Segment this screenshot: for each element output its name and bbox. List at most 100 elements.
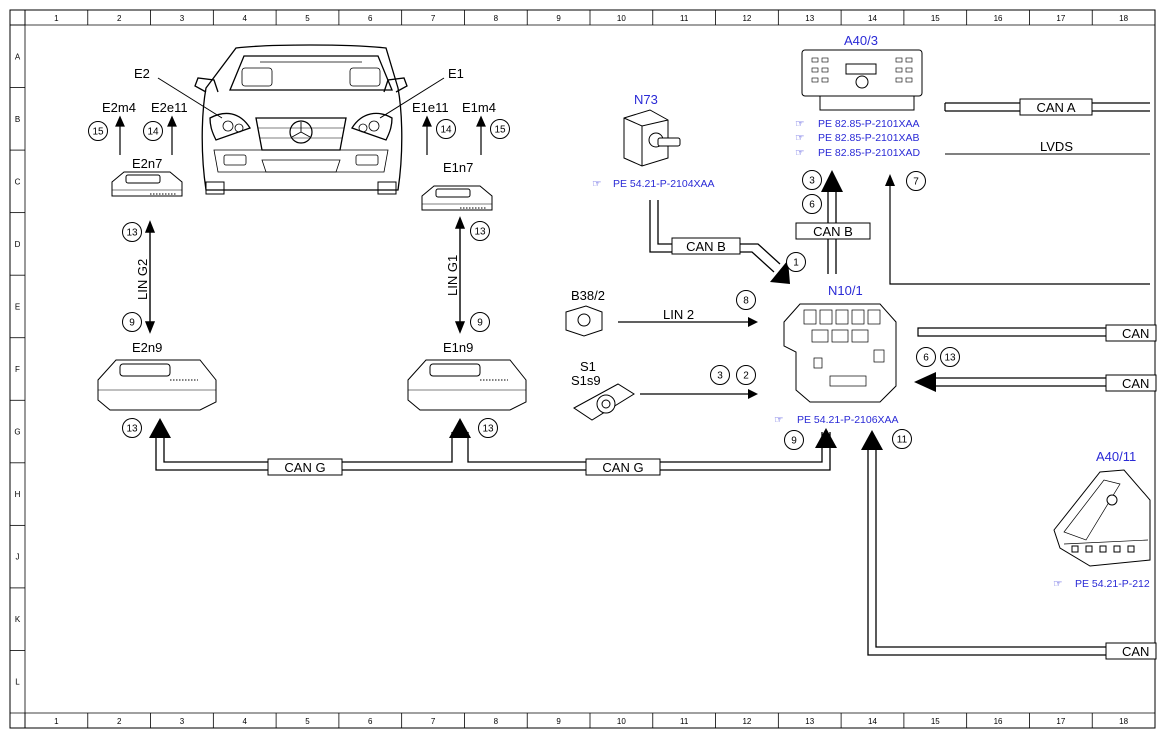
label-e1m4: E1m4 bbox=[462, 100, 496, 115]
ref-icon-a40-3-2: ☞ bbox=[795, 132, 804, 144]
callout-3: 3 bbox=[710, 365, 730, 385]
grid-column-label: 5 bbox=[305, 717, 310, 726]
grid-column-label: 1 bbox=[54, 14, 59, 23]
label-lin-g2: LIN G2 bbox=[135, 259, 150, 300]
label-lin2: LIN 2 bbox=[663, 307, 694, 322]
can-bus-right-2 bbox=[934, 377, 1106, 387]
grid-row-label: C bbox=[15, 177, 21, 186]
callout-number: 13 bbox=[482, 424, 494, 435]
label-lin-g1: LIN G1 bbox=[445, 255, 460, 296]
grid-column-label: 18 bbox=[1119, 14, 1128, 23]
grid-column-label: 14 bbox=[868, 717, 877, 726]
grid-row-label: H bbox=[15, 490, 21, 499]
label-b38-2: B38/2 bbox=[571, 288, 605, 303]
callout-15: 15 bbox=[88, 121, 108, 141]
callout-number: 14 bbox=[440, 125, 452, 136]
grid-row-label: J bbox=[16, 553, 20, 562]
a40-11-camera-icon bbox=[1053, 469, 1151, 567]
callout-14: 14 bbox=[436, 119, 456, 139]
callout-9: 9 bbox=[470, 312, 490, 332]
grid-column-label: 15 bbox=[931, 14, 940, 23]
can-g-arrowheads bbox=[149, 418, 837, 448]
callout-8: 8 bbox=[736, 290, 756, 310]
can-g-bus bbox=[155, 432, 831, 471]
grid-column-label: 17 bbox=[1056, 717, 1065, 726]
e2n7-module-icon bbox=[111, 171, 183, 197]
grid-column-label: 9 bbox=[556, 717, 561, 726]
callout-1: 1 bbox=[786, 252, 806, 272]
grid-column-label: 11 bbox=[680, 717, 689, 726]
b38-2-sensor-icon bbox=[565, 305, 603, 337]
lin-g1-arrow bbox=[454, 216, 466, 334]
grid-column-label: 4 bbox=[242, 14, 247, 23]
label-n10-1: N10/1 bbox=[828, 283, 863, 298]
callout-number: 1 bbox=[793, 258, 799, 269]
e2n9-module-icon bbox=[97, 359, 217, 411]
callout-7: 7 bbox=[906, 171, 926, 191]
n73-ignition-switch-icon bbox=[623, 109, 681, 167]
callout-2: 2 bbox=[736, 365, 756, 385]
callout-number: 6 bbox=[923, 353, 929, 364]
label-e2: E2 bbox=[134, 66, 150, 81]
can-bottom-arrowhead bbox=[861, 430, 883, 450]
lin2-arrowhead bbox=[748, 317, 758, 327]
callout-number: 13 bbox=[944, 353, 956, 364]
callout-number: 13 bbox=[126, 228, 138, 239]
grid-column-label: 10 bbox=[617, 717, 626, 726]
label-e2e11: E2e11 bbox=[151, 100, 188, 115]
grid-column-label: 11 bbox=[680, 14, 689, 23]
label-can-b-1: CAN B bbox=[686, 239, 726, 254]
diagram-border bbox=[9, 9, 1156, 729]
grid-column-label: 16 bbox=[994, 717, 1003, 726]
label-lvds: LVDS bbox=[1040, 139, 1073, 154]
callout-6: 6 bbox=[916, 347, 936, 367]
grid-column-label: 3 bbox=[180, 14, 185, 23]
grid-column-label: 7 bbox=[431, 14, 436, 23]
label-e2n7: E2n7 bbox=[132, 156, 162, 171]
label-e1e11: E1e11 bbox=[412, 100, 449, 115]
label-e2m4: E2m4 bbox=[102, 100, 136, 115]
callout-number: 15 bbox=[494, 125, 506, 136]
ref-icon-a40-3-1: ☞ bbox=[795, 118, 804, 130]
callout-13: 13 bbox=[940, 347, 960, 367]
callout-6: 6 bbox=[802, 194, 822, 214]
grid-columns: 1122334455667788991010111112121313141415… bbox=[24, 10, 1129, 728]
callout-number: 2 bbox=[743, 371, 749, 382]
grid-column-label: 13 bbox=[805, 717, 814, 726]
label-can-right-1: CAN bbox=[1122, 326, 1149, 341]
can-b-bus-n73 bbox=[649, 200, 781, 273]
callout-number: 8 bbox=[743, 296, 749, 307]
grid-column-label: 15 bbox=[931, 717, 940, 726]
lin-g2-arrow bbox=[144, 220, 156, 334]
callout-number: 14 bbox=[147, 127, 159, 138]
can-b-arrowhead-n73 bbox=[770, 260, 790, 284]
grid-column-label: 2 bbox=[117, 717, 122, 726]
grid-row-label: G bbox=[14, 428, 20, 437]
label-e1n9: E1n9 bbox=[443, 340, 473, 355]
e1-leader bbox=[379, 77, 445, 119]
label-s1s9: S1s9 bbox=[571, 373, 601, 388]
ref-icon-n10-1: ☞ bbox=[774, 414, 783, 426]
callout-15: 15 bbox=[490, 119, 510, 139]
ref-a40-11: PE 54.21-P-212 bbox=[1075, 578, 1150, 590]
ref-icon-n73: ☞ bbox=[592, 178, 601, 190]
grid-column-label: 12 bbox=[742, 717, 751, 726]
grid-column-label: 5 bbox=[305, 14, 310, 23]
grid-column-label: 16 bbox=[994, 14, 1003, 23]
label-can-bottom: CAN bbox=[1122, 644, 1149, 659]
label-can-b-2: CAN B bbox=[813, 224, 853, 239]
callout-11: 11 bbox=[892, 429, 912, 449]
callout-number: 3 bbox=[809, 176, 815, 187]
callout-14: 14 bbox=[143, 121, 163, 141]
ref-n73: PE 54.21-P-2104XAA bbox=[613, 178, 715, 190]
callout-9: 9 bbox=[122, 312, 142, 332]
callout-number: 6 bbox=[809, 200, 815, 211]
line-7-arrowhead bbox=[885, 174, 895, 186]
can-bus-right-1 bbox=[917, 327, 1106, 337]
grid-column-label: 1 bbox=[54, 717, 59, 726]
grid-row-label: F bbox=[15, 365, 20, 374]
grid-column-label: 2 bbox=[117, 14, 122, 23]
